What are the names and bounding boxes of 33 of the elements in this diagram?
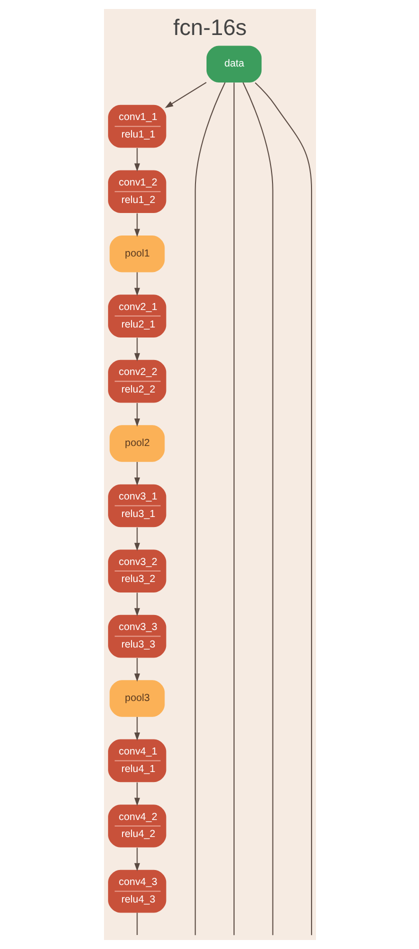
node-box: pool1 (109, 235, 164, 272)
connector (254, 82, 312, 936)
node-box: conv4_3 relu4_3 (108, 870, 166, 913)
connector (136, 912, 138, 935)
node-box: pool2 (109, 425, 164, 462)
arrow (134, 148, 140, 172)
node-box: data (206, 46, 262, 82)
arrow (134, 592, 140, 616)
diagram-title: fcn-16s (172, 15, 246, 40)
node-box: conv3_3 relu3_3 (108, 614, 166, 658)
node-box: pool3 (109, 680, 164, 717)
node-box: conv2_1 relu2_1 (108, 294, 166, 338)
arrow (134, 338, 140, 362)
node-box: conv4_2 relu4_2 (108, 804, 166, 848)
connector (242, 82, 273, 936)
arrow (134, 272, 140, 296)
node-box: conv4_1 relu4_1 (108, 739, 166, 782)
node-box: conv3_1 relu3_1 (108, 484, 166, 528)
node-box: conv2_2 relu2_2 (108, 360, 166, 403)
arrow (134, 527, 140, 552)
arrow (134, 213, 140, 237)
arrow (134, 716, 140, 741)
node-box: conv3_2 relu3_2 (108, 550, 166, 592)
arrow (134, 658, 140, 682)
connector (233, 82, 234, 936)
node-box: conv1_2 relu1_2 (108, 170, 166, 214)
connector (194, 82, 226, 936)
arrow (164, 82, 206, 108)
node-box: conv1_1 relu1_1 (108, 104, 166, 148)
arrow (134, 848, 140, 872)
arrow (134, 782, 140, 806)
arrow (134, 403, 140, 427)
arrow (134, 462, 140, 486)
